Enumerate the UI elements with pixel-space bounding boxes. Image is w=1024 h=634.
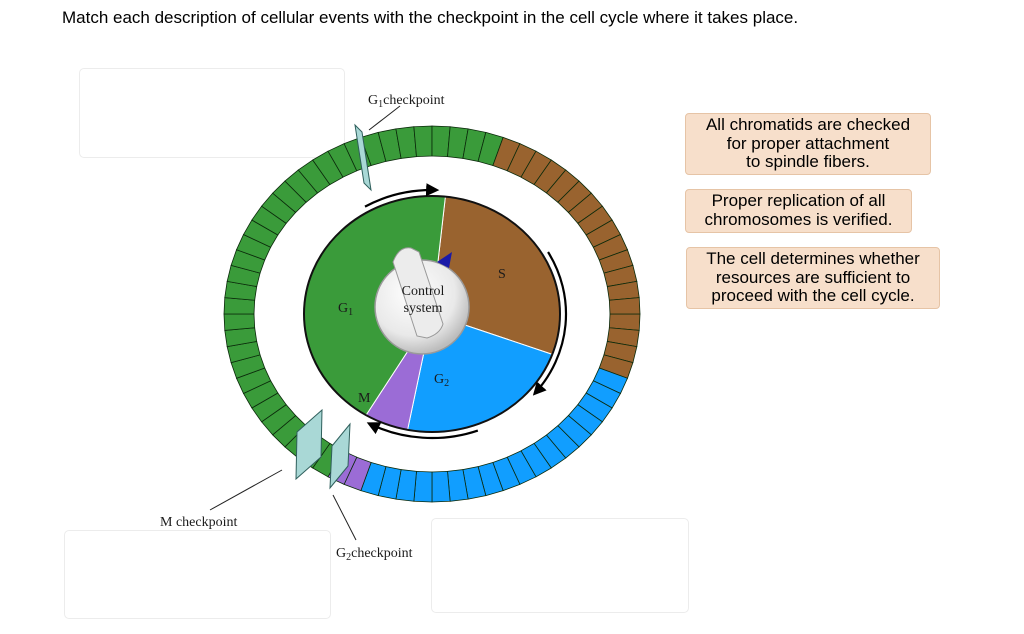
description-card-resources-sufficient[interactable]: The cell determines whether resources ar… [686,247,940,309]
phase-g1-label: G1 [338,301,353,318]
instructions-text: Match each description of cellular event… [62,8,799,27]
outer-ring-segment [608,297,641,315]
outer-ring-segment [413,125,433,158]
description-card-chromatid-attachment[interactable]: All chromatids are checked for proper at… [685,113,931,175]
outer-ring-segment [431,470,451,503]
arrow-g1-to-s [364,183,440,208]
cycle-arrows [364,183,568,440]
m-checkpoint-gate [295,408,323,481]
drop-zone-g2-checkpoint[interactable] [431,518,689,613]
phase-g2-label: G2 [434,372,449,389]
outer-ring-segment [223,313,256,331]
g1-checkpoint-gate [354,123,372,192]
control-system-knob [374,247,470,355]
drop-zone-m-checkpoint[interactable] [64,530,331,619]
leader-lines [209,105,401,541]
m-checkpoint-label: M checkpoint [160,515,237,530]
phase-s-label: S [498,267,506,282]
control-system-label-line2: system [404,301,443,316]
arrow-g2-to-m [366,422,479,440]
drop-zone-g1-checkpoint[interactable] [79,68,345,158]
control-system-label-line1: Control [402,284,445,299]
g2-checkpoint-gate [329,422,351,490]
arrow-s-to-g2 [532,251,568,396]
g2-checkpoint-label: G2checkpoint [336,546,413,563]
description-card-replication-verified[interactable]: Proper replication of all chromosomes is… [685,189,912,233]
phase-m-label: M [358,391,371,406]
outer-ring-segment [413,470,433,503]
outer-ring-segment [431,125,451,158]
g1-checkpoint-label: G1checkpoint [368,93,445,110]
cell-cycle-outer-ring [223,125,641,503]
